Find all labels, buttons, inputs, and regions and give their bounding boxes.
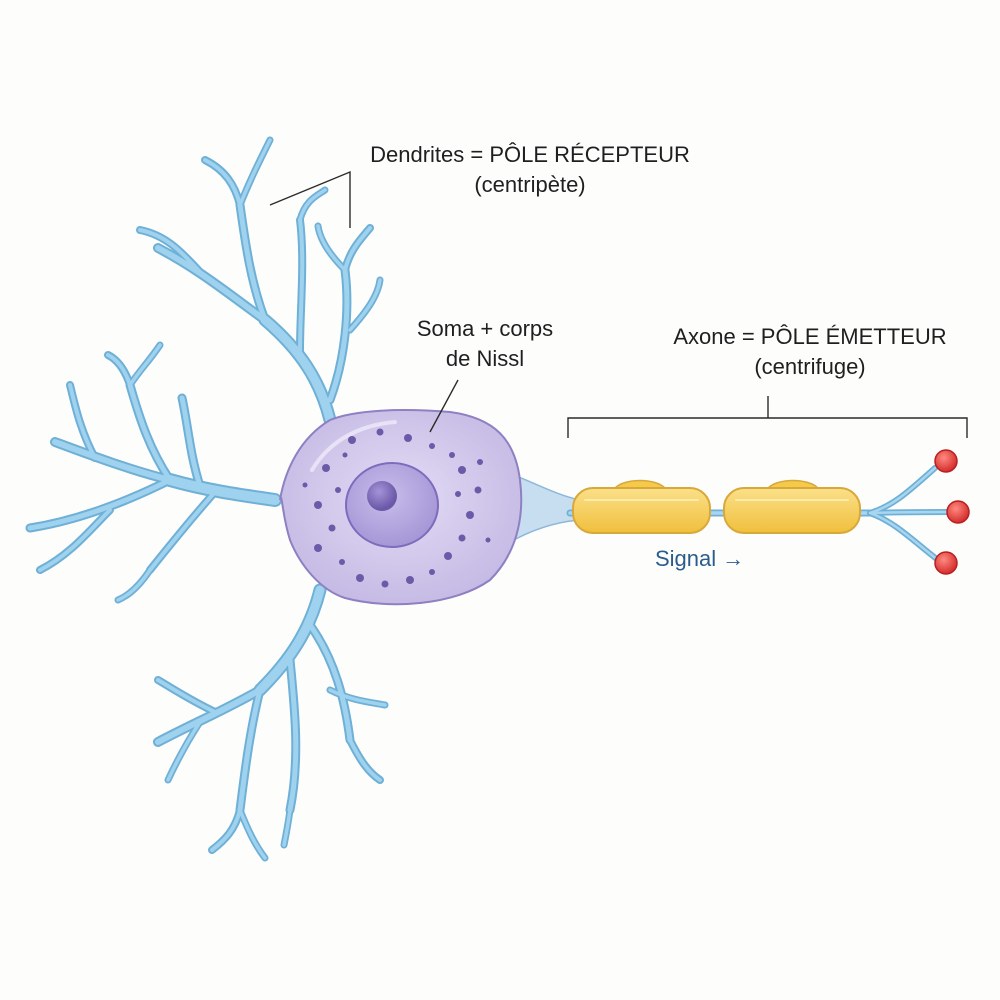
synaptic-terminal-top: [934, 449, 958, 473]
label-axone-sub: (centrifuge): [754, 354, 866, 379]
signal-arrow-icon: →: [722, 546, 745, 571]
label-soma-title: Soma + corps: [416, 316, 554, 341]
label-axone: Axone = PÔLE ÉMETTEUR (centrifuge): [640, 322, 980, 382]
axone-bracket: [567, 396, 968, 438]
soma-leader: [429, 379, 459, 433]
label-dendrites-title: Dendrites = PÔLE RÉCEPTEUR: [370, 142, 690, 167]
dendrites-fill: [27, 138, 387, 860]
annotation-lines: [269, 170, 968, 438]
synaptic-terminal-bottom: [934, 551, 958, 575]
label-dendrites: Dendrites = PÔLE RÉCEPTEUR (centripète): [340, 140, 720, 200]
nucleolus: [367, 481, 397, 511]
nissl-bodies: [302, 428, 491, 588]
label-dendrites-sub: (centripète): [474, 172, 586, 197]
label-signal-text: Signal: [655, 546, 717, 571]
soma-highlight: [310, 420, 397, 472]
label-soma-sub: de Nissl: [445, 346, 525, 371]
label-soma: Soma + corps de Nissl: [385, 314, 585, 374]
dendrites: [25, 136, 389, 862]
axon-terminals: [867, 465, 953, 563]
myelin-sheath-1: [572, 479, 711, 534]
synaptic-terminal-middle: [946, 500, 970, 524]
dendrites-leader: [269, 170, 351, 228]
label-signal: Signal→: [655, 544, 744, 574]
myelin-sheath-2: [723, 479, 861, 534]
label-axone-title: Axone = PÔLE ÉMETTEUR: [673, 324, 947, 349]
